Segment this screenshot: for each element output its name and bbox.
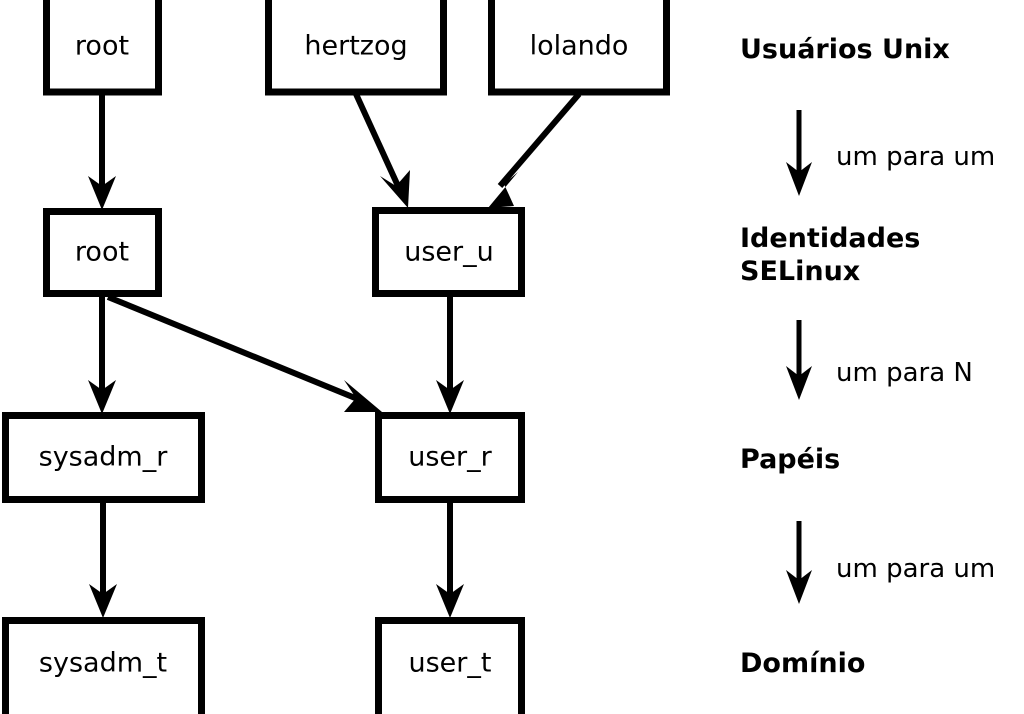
node-unix-root-label: root bbox=[75, 31, 129, 62]
legend-relation-users-identities: um para um bbox=[836, 142, 995, 172]
legend-stage-selinux-identities: Identidades bbox=[740, 223, 920, 254]
edge-sysadm-r-to-sysadm-t bbox=[89, 503, 117, 618]
node-identity-user-u[interactable]: user_u bbox=[372, 207, 525, 297]
legend-stage-domains: Domínio bbox=[740, 648, 865, 679]
legend-relation-roles-domains: um para um bbox=[836, 554, 995, 584]
node-identity-root[interactable]: root bbox=[43, 208, 162, 297]
legend-arrow-users-to-identities bbox=[786, 110, 812, 196]
node-unix-root[interactable]: root bbox=[43, 0, 162, 96]
node-unix-hertzog[interactable]: hertzog bbox=[265, 0, 447, 96]
edge-id-root-to-user-r bbox=[106, 294, 382, 412]
node-unix-lolando[interactable]: lolando bbox=[488, 0, 670, 96]
legend-stage-roles: Papéis bbox=[740, 444, 840, 475]
legend-column: Usuários Unix um para um Identidades SEL… bbox=[740, 34, 995, 679]
node-identity-root-label: root bbox=[75, 237, 129, 268]
node-domain-user-t-label: user_t bbox=[409, 648, 492, 679]
node-unix-lolando-label: lolando bbox=[530, 31, 629, 62]
edge-unix-root-to-id-root bbox=[88, 94, 116, 210]
legend-relation-identities-roles: um para N bbox=[836, 358, 973, 388]
node-role-sysadm-r[interactable]: sysadm_r bbox=[2, 412, 205, 503]
edge-hertzog-to-user-u bbox=[353, 92, 410, 208]
edge-layer bbox=[88, 92, 582, 618]
legend-arrow-identities-to-roles bbox=[786, 320, 812, 400]
legend-arrow-roles-to-domains bbox=[786, 521, 812, 604]
node-layer: root hertzog lolando root user_u bbox=[2, 0, 670, 714]
legend-stage-unix-users: Usuários Unix bbox=[740, 34, 950, 65]
node-role-user-r[interactable]: user_r bbox=[375, 412, 525, 503]
node-role-user-r-label: user_r bbox=[408, 442, 492, 473]
node-role-sysadm-r-label: sysadm_r bbox=[39, 442, 169, 473]
node-identity-user-u-label: user_u bbox=[404, 237, 494, 268]
node-domain-sysadm-t[interactable]: sysadm_t bbox=[2, 617, 205, 714]
edge-id-root-to-sysadm-r bbox=[88, 297, 116, 414]
node-unix-hertzog-label: hertzog bbox=[304, 31, 407, 62]
node-domain-user-t[interactable]: user_t bbox=[375, 617, 525, 714]
node-domain-sysadm-t-label: sysadm_t bbox=[39, 648, 167, 679]
legend-stage-selinux-identities-line2: SELinux bbox=[740, 256, 860, 287]
edge-user-r-to-user-t bbox=[436, 503, 464, 618]
edge-lolando-to-user-u bbox=[488, 92, 582, 208]
edge-user-u-to-user-r bbox=[436, 297, 464, 414]
